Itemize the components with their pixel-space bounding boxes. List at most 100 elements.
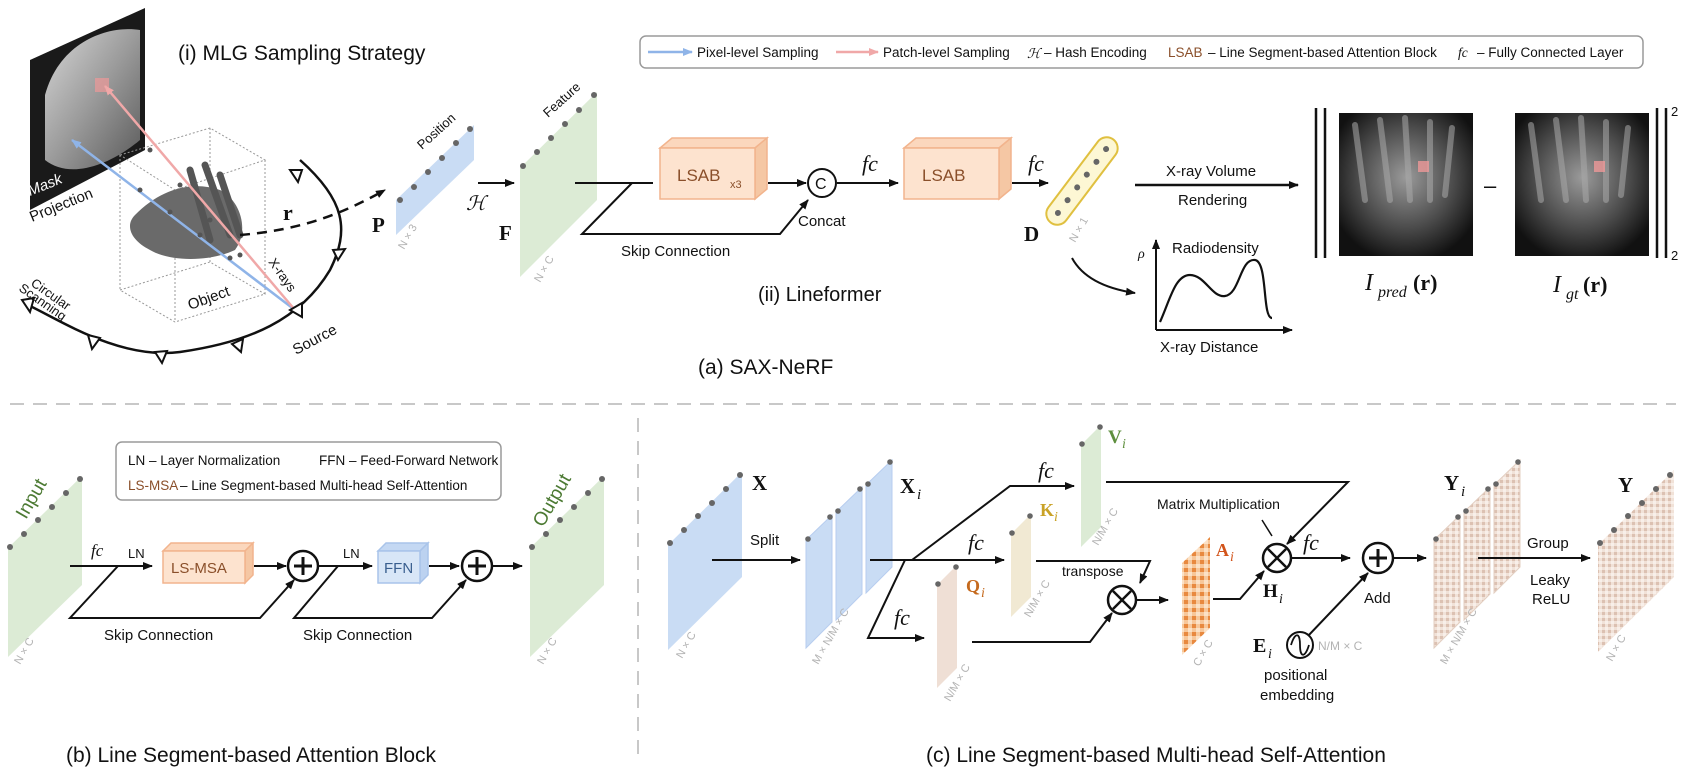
leaky-label-2: ReLU	[1532, 591, 1570, 608]
K-label: K	[1040, 500, 1054, 520]
legend-hash-symbol: ℋ	[1027, 46, 1043, 61]
lsmsa-box	[162, 550, 246, 584]
Q-sub: i	[981, 586, 985, 601]
patch-ray	[104, 85, 296, 311]
Q-label: Q	[966, 576, 980, 596]
mlg-sampling: (i) MLG Sampling Strategy Mask Projectio…	[16, 8, 426, 366]
Xi-stack	[805, 458, 893, 650]
fc-q: fc	[894, 605, 910, 630]
r-label: r	[283, 200, 293, 225]
panel-b-legend	[115, 441, 502, 501]
ffn-side	[419, 541, 429, 585]
ipred-label: I	[1364, 270, 1374, 296]
F-block	[520, 92, 597, 277]
D-block	[1045, 136, 1119, 226]
matmul-label: Matrix Multiplication	[1157, 496, 1280, 512]
q-to-mult-arrow	[972, 612, 1113, 643]
A-sub: i	[1230, 550, 1234, 565]
add-label: Add	[1364, 590, 1391, 607]
E-label: E	[1253, 635, 1266, 657]
D-label: D	[1024, 222, 1039, 246]
density-curve	[1158, 258, 1273, 323]
source-triangles	[20, 169, 347, 366]
to-plot-arrow	[1071, 257, 1136, 296]
norm-bars	[1314, 108, 1668, 258]
P-block	[396, 125, 474, 235]
lsab-x3-box	[659, 147, 756, 200]
fc-b: fc	[91, 541, 104, 560]
v-branch	[911, 482, 1075, 561]
A-to-mult-arrow	[1213, 570, 1265, 600]
ln2-label: LN	[343, 546, 360, 561]
minus-label: –	[1484, 173, 1497, 198]
radiodensity-label: Radiodensity	[1172, 240, 1259, 257]
skip-connection-b2	[291, 565, 467, 619]
lsmsa-side	[244, 541, 254, 585]
panel-b: LN – Layer Normalization FFN – Feed-Forw…	[7, 441, 605, 767]
Y-label: Y	[1618, 473, 1633, 497]
concat-symbol: C	[815, 176, 827, 193]
skip-label-a: Skip Connection	[621, 243, 730, 260]
legend-ln: LN – Layer Normalization	[128, 453, 280, 468]
Q-block	[937, 565, 957, 688]
position-label: Position	[414, 110, 458, 152]
rendering-label: Rendering	[1178, 192, 1247, 209]
lsab-x3-top	[657, 137, 770, 149]
X-label: X	[752, 471, 767, 495]
E-dim: N/M × C	[1318, 639, 1363, 653]
lsab2-box	[903, 147, 1000, 200]
legend-patch: Patch-level Sampling	[883, 45, 1010, 60]
ln1-label: LN	[128, 546, 145, 561]
A-label: A	[1216, 540, 1229, 560]
r-arrow	[239, 188, 386, 237]
lsab-x3-label: LSAB	[677, 166, 720, 185]
pred-patch	[1418, 161, 1429, 172]
pos-emb-1: positional	[1264, 667, 1327, 684]
P-points	[397, 126, 473, 203]
A-block	[1182, 537, 1210, 655]
legend-fc: – Fully Connected Layer	[1477, 45, 1624, 60]
k-transpose-arrow	[1036, 560, 1152, 584]
H-label: H	[1263, 581, 1278, 602]
lsab2-label: LSAB	[922, 166, 965, 185]
transpose-label: transpose	[1062, 563, 1124, 579]
K-sub: i	[1054, 510, 1058, 525]
plus-icon-c	[1369, 549, 1387, 567]
caption-a: (a) SAX-NeRF	[698, 356, 833, 379]
lsmsa-top	[161, 542, 255, 552]
split-label: Split	[750, 532, 780, 549]
fc-out: fc	[1303, 530, 1319, 555]
xrays-label: X-rays	[266, 255, 300, 295]
input-block	[8, 476, 82, 657]
fc2: fc	[1028, 151, 1044, 176]
mlg-title: (i) MLG Sampling Strategy	[178, 42, 426, 65]
q-branch	[866, 559, 925, 642]
F-points	[520, 92, 597, 169]
fc-v: fc	[1038, 458, 1054, 483]
Xi-sub: i	[917, 487, 921, 503]
lineformer-label: (ii) Lineformer	[758, 284, 882, 306]
input-points	[7, 476, 83, 550]
V-block	[1081, 425, 1101, 547]
norm-exp-top: 2	[1671, 104, 1678, 119]
lsab2-top	[901, 137, 1014, 149]
Y-block	[1598, 470, 1674, 652]
Xi-label: X	[900, 474, 915, 498]
Yi-stack	[1433, 458, 1521, 650]
object-bones	[186, 161, 244, 244]
legend-lsab: – Line Segment-based Attention Block	[1208, 45, 1437, 60]
skip-connection-b1	[67, 565, 295, 619]
caption-b: (b) Line Segment-based Attention Block	[66, 744, 437, 767]
E-to-add-arrow	[1307, 572, 1369, 637]
panel-c: X N × C Split X i M × N/M × C fc fc fc V…	[667, 424, 1674, 767]
output-block	[530, 476, 604, 657]
pred-bones	[1352, 115, 1455, 203]
source-label: Source	[290, 321, 340, 358]
v-to-mult-arrow	[1106, 481, 1351, 545]
E-sub: i	[1268, 647, 1272, 662]
gt-bones	[1528, 115, 1631, 203]
lsab2-side	[998, 136, 1012, 201]
H-sub: i	[1279, 592, 1283, 607]
sine-icon	[1290, 634, 1310, 656]
